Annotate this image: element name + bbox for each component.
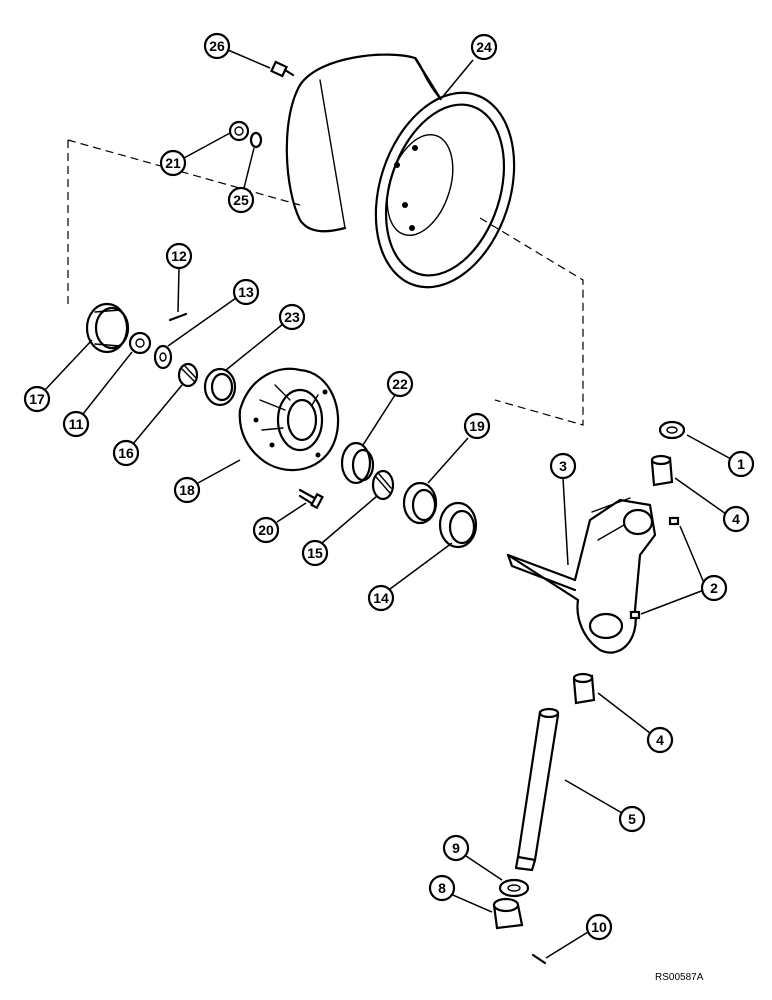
svg-text:26: 26 bbox=[209, 38, 225, 54]
inner-bearing-cone bbox=[371, 469, 395, 501]
callout-22: 22 bbox=[386, 370, 414, 398]
grease-fitting bbox=[629, 516, 680, 620]
svg-text:11: 11 bbox=[69, 416, 84, 432]
callout-13: 13 bbox=[232, 278, 260, 306]
callout-11: 11 bbox=[62, 410, 90, 438]
svg-text:4: 4 bbox=[732, 511, 740, 527]
callout-23: 23 bbox=[278, 303, 306, 331]
callout-20: 20 bbox=[252, 516, 280, 544]
callout-5: 5 bbox=[618, 805, 646, 833]
callout-3: 3 bbox=[549, 452, 577, 480]
svg-text:8: 8 bbox=[438, 880, 446, 896]
bolt bbox=[269, 60, 295, 78]
svg-text:23: 23 bbox=[284, 309, 300, 325]
callout-26: 26 bbox=[203, 32, 231, 60]
lock-washer bbox=[249, 131, 263, 149]
inner-bearing-cup bbox=[340, 441, 375, 485]
svg-text:14: 14 bbox=[373, 590, 389, 606]
callout-21: 21 bbox=[159, 149, 187, 177]
svg-text:16: 16 bbox=[118, 445, 134, 461]
callout-4-lower: 4 bbox=[646, 726, 674, 754]
svg-text:9: 9 bbox=[452, 840, 460, 856]
callout-16: 16 bbox=[112, 439, 140, 467]
drawing-code: RS00587A bbox=[655, 972, 704, 983]
kingpin-cotter-pin bbox=[531, 953, 547, 965]
svg-text:22: 22 bbox=[392, 376, 408, 392]
svg-text:13: 13 bbox=[238, 284, 254, 300]
svg-text:5: 5 bbox=[628, 811, 636, 827]
cotter-pin bbox=[168, 312, 188, 322]
svg-text:25: 25 bbox=[233, 192, 249, 208]
outer-bearing-cup bbox=[203, 367, 237, 407]
outer-bearing-cone bbox=[177, 362, 199, 388]
callout-group: 26 24 21 25 12 13 23 17 11 16 18 22 19 2… bbox=[23, 32, 755, 959]
spindle bbox=[506, 497, 657, 654]
callout-19: 19 bbox=[463, 412, 491, 440]
svg-text:17: 17 bbox=[29, 391, 45, 407]
bushing-lower bbox=[572, 672, 596, 705]
callout-14: 14 bbox=[367, 584, 395, 612]
thrust-washer bbox=[658, 420, 686, 440]
callout-25: 25 bbox=[227, 186, 255, 214]
svg-text:24: 24 bbox=[476, 39, 492, 55]
callout-17: 17 bbox=[23, 385, 51, 413]
kingpin bbox=[514, 707, 560, 872]
seal-ring bbox=[402, 481, 438, 525]
wheel-nut bbox=[228, 120, 250, 142]
bushing-upper bbox=[650, 454, 674, 487]
callout-24: 24 bbox=[470, 33, 498, 61]
callout-9: 9 bbox=[442, 834, 470, 862]
callout-12: 12 bbox=[165, 242, 193, 270]
svg-text:1: 1 bbox=[737, 456, 745, 472]
svg-text:4: 4 bbox=[656, 732, 664, 748]
wheel-rim bbox=[285, 53, 516, 289]
svg-text:21: 21 bbox=[165, 155, 181, 171]
svg-text:20: 20 bbox=[258, 522, 274, 538]
svg-text:19: 19 bbox=[469, 418, 485, 434]
callout-18: 18 bbox=[173, 476, 201, 504]
callout-8: 8 bbox=[428, 874, 456, 902]
dust-cap bbox=[85, 302, 130, 354]
wheel-hub bbox=[238, 367, 340, 472]
svg-text:15: 15 bbox=[307, 545, 323, 561]
svg-text:2: 2 bbox=[710, 580, 718, 596]
svg-text:3: 3 bbox=[559, 458, 567, 474]
castle-nut bbox=[128, 331, 152, 355]
svg-text:12: 12 bbox=[171, 248, 187, 264]
callout-1: 1 bbox=[727, 450, 755, 478]
svg-text:10: 10 bbox=[591, 919, 607, 935]
kingpin-washer bbox=[498, 878, 530, 898]
svg-text:18: 18 bbox=[179, 482, 195, 498]
kingpin-castle-nut bbox=[492, 897, 524, 930]
callout-2: 2 bbox=[700, 574, 728, 602]
flat-washer bbox=[153, 344, 173, 370]
callout-15: 15 bbox=[301, 539, 329, 567]
callout-4-upper: 4 bbox=[722, 505, 750, 533]
wheel-stud bbox=[298, 488, 324, 510]
grease-seal bbox=[438, 501, 478, 549]
callout-10: 10 bbox=[585, 913, 613, 941]
assembly-dashed-line bbox=[67, 139, 584, 426]
